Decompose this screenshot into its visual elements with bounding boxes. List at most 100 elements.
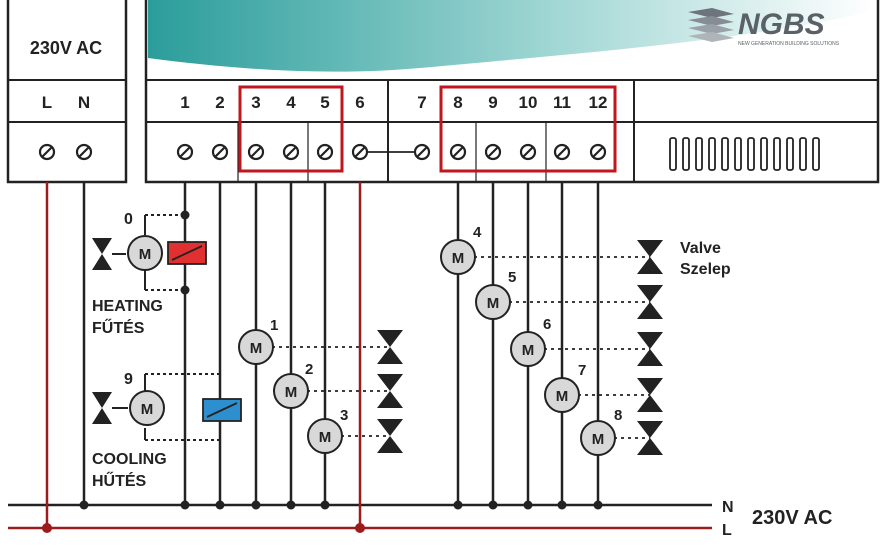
terminal-number: 3 [251, 93, 260, 112]
actuator-4: M 4 [440, 224, 663, 275]
screw-terminal-12 [589, 143, 607, 161]
screw-terminal-L [38, 143, 56, 161]
valve-icon [377, 419, 403, 436]
actuator-number: 8 [614, 407, 622, 424]
valve-icon [377, 374, 403, 391]
terminal-number: 12 [589, 93, 608, 112]
svg-text:M: M [139, 246, 152, 263]
screw-terminal-11 [553, 143, 571, 161]
screw-terminal-10 [519, 143, 537, 161]
vent-slots [669, 137, 820, 171]
actuator-number: 1 [270, 317, 278, 334]
actuator-number: 6 [543, 316, 551, 333]
highlight-terminals-3-5 [238, 85, 344, 173]
svg-text:M: M [522, 342, 535, 359]
valve-icon [637, 285, 663, 302]
actuator-number: 7 [578, 362, 586, 379]
valve-icon [637, 378, 663, 395]
terminal-number: 7 [417, 93, 426, 112]
logo-text: NGBS [738, 8, 825, 41]
terminal-numbers-left: 1 2 3 4 5 6 [180, 93, 364, 112]
actuator-6: M 6 [510, 316, 663, 367]
actuator-icon [510, 331, 546, 367]
cooling-label-hu: HŰTÉS [92, 471, 147, 490]
terminal-number: 6 [355, 93, 364, 112]
heating-valve-icon [92, 238, 112, 254]
actuator-icon [580, 420, 616, 456]
terminal-number: 2 [215, 93, 224, 112]
valve-label: Valve [680, 240, 721, 257]
screw-terminal-5 [316, 143, 334, 161]
terminal-number: 4 [286, 93, 296, 112]
svg-text:M: M [556, 388, 569, 405]
actuator-icon [544, 377, 580, 413]
svg-text:M: M [285, 384, 298, 401]
terminal-number: 5 [320, 93, 329, 112]
actuator-7: M 7 [544, 362, 663, 413]
valve-label-hu: Szelep [680, 261, 731, 278]
screw-terminal-9 [484, 143, 502, 161]
actuator-1: M 1 [238, 317, 403, 365]
terminal-number: 1 [180, 93, 189, 112]
valve-icon [637, 240, 663, 257]
screw-terminal-7 [413, 143, 431, 161]
terminal-number: 8 [453, 93, 462, 112]
svg-text:M: M [319, 429, 332, 446]
svg-text:M: M [487, 295, 500, 312]
actuator-icon [440, 239, 476, 275]
valve-icon [637, 421, 663, 438]
power-supply-box: 230V AC L N [6, 0, 128, 184]
screw-terminal-N [75, 143, 93, 161]
actuator-icon [273, 373, 309, 409]
actuator-number: 3 [340, 407, 348, 424]
actuator-icon [238, 329, 274, 365]
svg-text:M: M [592, 431, 605, 448]
screw-terminal-1 [176, 143, 194, 161]
ngbs-logo: NGBS NEW GENERATION BUILDING SOLUTIONS [688, 8, 840, 47]
terminal-label-N: N [78, 93, 90, 112]
actuator-number: 5 [508, 269, 516, 286]
screw-terminal-2 [211, 143, 229, 161]
actuator-2: M 2 [273, 361, 403, 409]
actuator-icon [307, 418, 343, 454]
cooling-label: COOLING [92, 451, 167, 468]
power-box-label: 230V AC [30, 38, 102, 58]
terminal-number: 9 [488, 93, 497, 112]
svg-text:M: M [141, 401, 154, 418]
cooling-actuator-icon [129, 390, 165, 426]
bus-label-l: L [722, 522, 732, 539]
actuator-number: 4 [473, 224, 482, 241]
heating-index: 0 [124, 211, 133, 228]
valve-icon [637, 332, 663, 349]
screw-terminal-3 [247, 143, 265, 161]
actuator-3: M 3 [307, 407, 403, 454]
junction-dots [42, 210, 603, 533]
heating-label: HEATING [92, 298, 163, 315]
terminal-numbers-right: 7 8 9 10 11 12 [417, 93, 607, 112]
svg-text:M: M [452, 250, 465, 267]
heating-group: 0 M HEATING FŰTÉS [92, 211, 207, 337]
actuator-icon [475, 284, 511, 320]
screw-terminal-4 [282, 143, 300, 161]
screw-terminal-6 [351, 143, 369, 161]
actuator-8: M 8 [580, 407, 663, 456]
actuator-5: M 5 [475, 269, 663, 320]
bus-supply-label: 230V AC [752, 507, 832, 529]
highlight-terminals-8-12 [439, 85, 617, 173]
cooling-index: 9 [124, 371, 133, 388]
terminal-number: 10 [519, 93, 538, 112]
logo-tagline: NEW GENERATION BUILDING SOLUTIONS [738, 41, 840, 47]
heating-actuator-icon [127, 235, 163, 271]
bus-label-n: N [722, 499, 734, 516]
actuator-number: 2 [305, 361, 313, 378]
terminal-number: 11 [553, 93, 571, 112]
header-decoration [148, 0, 875, 72]
cooling-valve-icon [92, 392, 112, 408]
valve-icon [377, 330, 403, 347]
heating-label-hu: FŰTÉS [92, 318, 145, 337]
terminal-label-L: L [42, 93, 52, 112]
controller-box [144, 0, 880, 184]
cooling-group: 9 M COOLING HŰTÉS [92, 371, 242, 490]
